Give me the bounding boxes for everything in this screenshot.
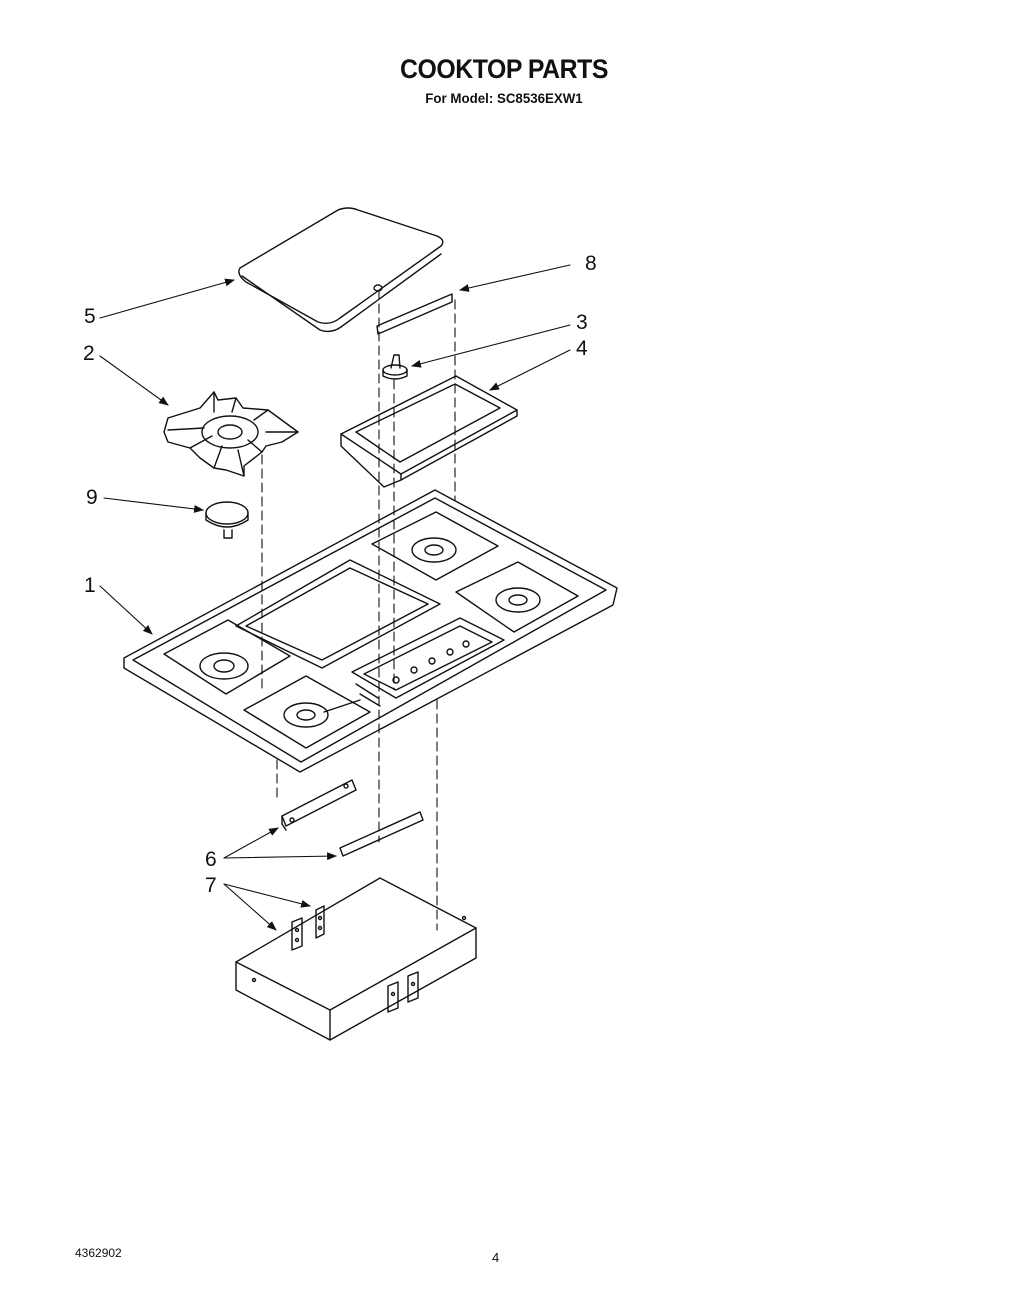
- burner-grate-part-2: [164, 392, 298, 476]
- burner-cap-part-9: [206, 502, 248, 538]
- page-number: 4: [492, 1250, 500, 1265]
- callout-4: 4: [576, 337, 588, 360]
- callout-2: 2: [83, 342, 95, 365]
- document-number: 4362902: [75, 1246, 122, 1260]
- trim-strip-part-8: [377, 294, 452, 334]
- leader-arrows: [100, 265, 570, 931]
- callout-8: 8: [585, 252, 597, 275]
- callout-6: 6: [205, 848, 217, 871]
- model-subtitle: For Model: SC8536EXW1: [425, 90, 583, 106]
- knob-part-3: [383, 355, 407, 379]
- control-panel-part-4: [341, 376, 517, 487]
- callout-3: 3: [576, 311, 588, 334]
- callout-7: 7: [205, 874, 217, 897]
- cooktop-part-1: [124, 490, 617, 772]
- callout-5: 5: [84, 305, 96, 328]
- page-title: COOKTOP PARTS: [400, 54, 608, 84]
- alignment-lines: [262, 290, 455, 930]
- callout-1: 1: [84, 574, 96, 597]
- callout-9: 9: [86, 486, 98, 509]
- cover-plate-part-5: [239, 208, 443, 331]
- bracket-part-6: [282, 780, 423, 856]
- box-part-7: [236, 878, 476, 1040]
